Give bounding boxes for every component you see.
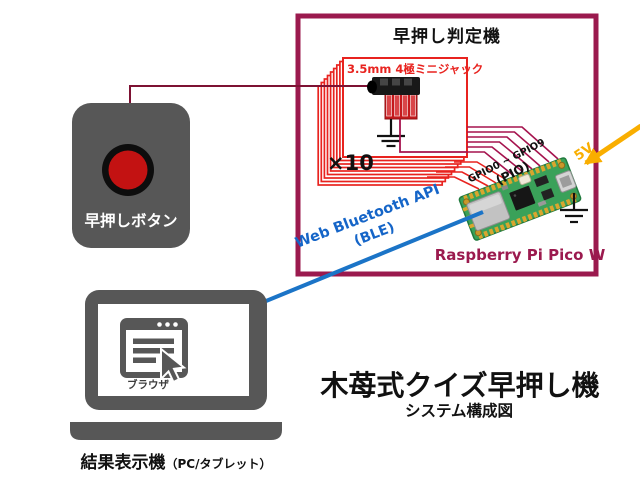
buzzer-button [72,103,190,248]
gpio-wires [427,126,559,190]
jack-signal-wire [399,119,467,153]
judge-box-frame [295,13,599,277]
pico-board [458,157,582,241]
jack-label: 3.5mm 4極ミニジャック [347,62,484,76]
laptop-base [70,422,282,440]
button-wire [129,85,370,104]
power-arrow [583,123,640,166]
buzzer-button-label: 早押しボタン [84,212,178,230]
cursor-icon [160,346,187,384]
display-name: 結果表示機 [80,453,166,473]
rp2040-chip [509,185,536,211]
judge-box-title: 早押し判定機 [393,27,501,47]
pico-board-label: Raspberry Pi Pico W [434,246,606,264]
display-type: （PC/タブレット） [165,457,272,471]
diagram-title: 木苺式クイズ早押し機 [320,369,600,402]
diagram-subtitle: システム構成図 [404,402,514,420]
laptop [70,290,282,440]
multiplier-label: ×10 [327,151,374,175]
display-device-label: 結果表示機（PC/タブレット） [81,448,272,473]
pico-ground-symbol [560,193,588,224]
browser-label: ブラウザ [127,379,169,391]
button-cap [108,150,148,190]
mini-jack [367,77,420,120]
bootsel-button [518,173,532,186]
